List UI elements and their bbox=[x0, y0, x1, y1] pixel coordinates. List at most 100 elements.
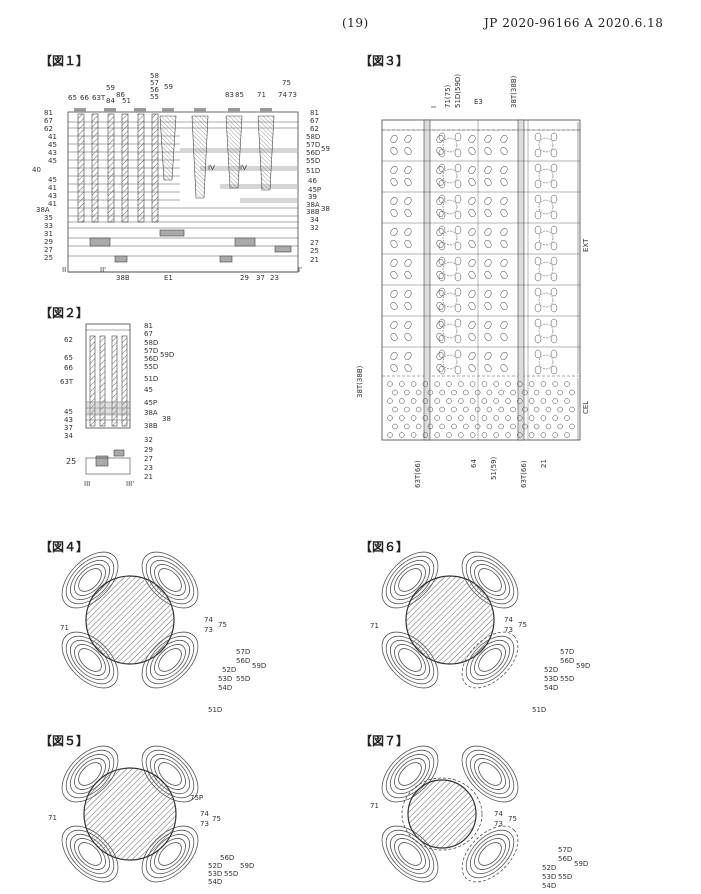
fig3-channel-hole bbox=[458, 415, 464, 421]
fig2-label: 45 bbox=[144, 386, 153, 394]
fig3-contact-circle bbox=[442, 230, 458, 246]
fig2-label: III' bbox=[126, 480, 134, 488]
fig3-channel-hole bbox=[422, 415, 429, 421]
fig2-label: 37 bbox=[64, 424, 73, 432]
fig3-oval bbox=[550, 179, 558, 189]
fig3-channel-hole bbox=[569, 389, 575, 396]
fig1-label: 29 bbox=[44, 238, 53, 246]
fig1-label: 74 bbox=[278, 91, 287, 99]
fig1-label: 29 bbox=[240, 274, 249, 282]
fig2-label: 27 bbox=[144, 455, 153, 463]
fig3-oval bbox=[550, 272, 558, 282]
fig3-channel-hole bbox=[434, 398, 440, 404]
fig3-channel-hole bbox=[458, 432, 464, 438]
fig3-oval bbox=[484, 239, 492, 249]
fig3-channel-hole bbox=[434, 415, 440, 421]
fig3-label: 64 bbox=[470, 459, 478, 468]
fig3-oval bbox=[550, 334, 558, 344]
fig3-oval bbox=[404, 165, 412, 175]
fig3-oval bbox=[438, 132, 446, 142]
fig1-label: II bbox=[62, 266, 66, 274]
fig3-channel-hole bbox=[552, 432, 558, 438]
fig1-label: 41 bbox=[48, 200, 57, 208]
fig3-channel-hole bbox=[517, 415, 523, 421]
fig3-oval bbox=[454, 272, 462, 282]
fig3-label: 71(75) bbox=[444, 84, 452, 108]
fig3-oval bbox=[438, 241, 446, 251]
fig1-label: 45 bbox=[48, 157, 57, 165]
fig1-label: 38 bbox=[321, 205, 330, 213]
fig3-oval bbox=[534, 318, 542, 328]
fig4-label: 57D bbox=[236, 648, 250, 656]
fig3-oval bbox=[468, 270, 476, 280]
fig2-label: 45P bbox=[144, 399, 157, 407]
fig1-label: 73 bbox=[288, 91, 297, 99]
fig3-oval bbox=[390, 208, 398, 218]
fig-contact-circle bbox=[85, 575, 175, 665]
fig3-oval bbox=[468, 165, 476, 175]
fig3-channel-hole bbox=[533, 389, 540, 396]
fig3-channel-hole bbox=[522, 389, 528, 396]
fig3-oval bbox=[500, 196, 508, 206]
fig3-oval bbox=[404, 146, 412, 156]
fig1-label: 67 bbox=[44, 117, 53, 125]
fig3-oval bbox=[534, 179, 542, 189]
fig1-label: 67 bbox=[310, 117, 319, 125]
fig7-label: 71 bbox=[370, 802, 379, 810]
fig3-channel-hole bbox=[474, 406, 481, 413]
fig4-label: 71 bbox=[60, 624, 69, 632]
fig3-channel-hole bbox=[446, 398, 452, 404]
fig3-label: EXT bbox=[582, 238, 590, 252]
fig3-oval bbox=[550, 225, 558, 235]
fig3-oval bbox=[454, 148, 462, 158]
fig3-oval bbox=[390, 351, 398, 361]
fig3-oval bbox=[550, 349, 558, 359]
fig3-channel-hole bbox=[439, 389, 445, 396]
fig3-channel-hole bbox=[469, 398, 476, 404]
fig3-oval bbox=[454, 210, 462, 220]
fig3-channel-hole bbox=[564, 381, 570, 387]
fig3-oval bbox=[550, 241, 558, 251]
fig-petal-ring bbox=[158, 568, 182, 592]
fig6-label: 75 bbox=[518, 621, 527, 629]
fig3-oval bbox=[500, 227, 508, 237]
fig3-oval bbox=[484, 146, 492, 156]
fig3-oval bbox=[438, 334, 446, 344]
figure-6-title: 【図６】 bbox=[360, 540, 409, 554]
fig-petal-ring bbox=[394, 564, 426, 596]
fig3-oval bbox=[438, 287, 446, 297]
fig1-label: 51 bbox=[122, 97, 131, 105]
fig3-oval bbox=[436, 258, 444, 268]
fig4-label: 59D bbox=[252, 662, 266, 670]
fig3-channel-hole bbox=[557, 423, 563, 430]
fig3-channel-hole bbox=[481, 415, 488, 421]
fig1-label: 25 bbox=[310, 247, 319, 255]
fig3-oval bbox=[404, 258, 412, 268]
fig3-channel-hole bbox=[399, 381, 405, 387]
fig3-oval bbox=[390, 177, 398, 187]
fig2-label: 65 bbox=[64, 354, 73, 362]
fig3-channel-hole bbox=[517, 381, 523, 387]
fig3-contact-circle bbox=[538, 323, 554, 339]
fig3-oval bbox=[436, 196, 444, 206]
fig3-channel-hole bbox=[404, 389, 410, 396]
figure-3-drawing: EXT CEL 38T(38B) I 71(75) 51D(59D) E3 38… bbox=[356, 74, 590, 488]
fig3-channel-hole bbox=[564, 398, 570, 404]
fig1-label: 25 bbox=[44, 254, 53, 262]
fig4-label: 51D bbox=[208, 706, 222, 714]
fig3-channel-hole bbox=[387, 381, 393, 387]
fig3-channel-hole bbox=[545, 389, 552, 396]
fig3-oval bbox=[500, 289, 508, 299]
fig3-label: 51D(59D) bbox=[454, 74, 462, 108]
fig5-label: 59D bbox=[240, 862, 254, 870]
fig-petal-ring bbox=[398, 568, 422, 592]
fig3-channel-hole bbox=[517, 432, 523, 438]
fig3-channel-hole bbox=[392, 389, 398, 396]
fig3-oval bbox=[468, 363, 476, 373]
fig7-label: 59D bbox=[574, 860, 588, 868]
fig2-label: 21 bbox=[144, 473, 153, 481]
fig3-oval bbox=[484, 165, 492, 175]
fig3-contact-circle bbox=[442, 323, 458, 339]
fig3-channel-hole bbox=[545, 423, 552, 430]
fig1-label: 65 bbox=[68, 94, 77, 102]
